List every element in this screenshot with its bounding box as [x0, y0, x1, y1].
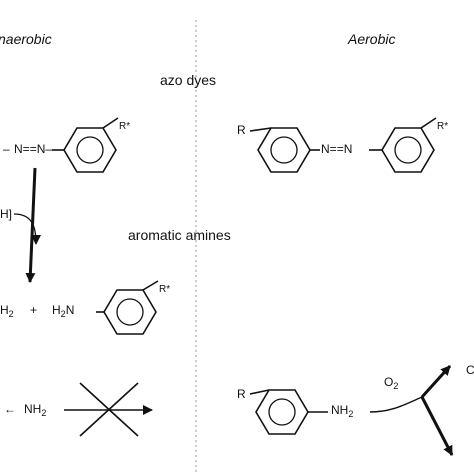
branch-arrow-down: [420, 396, 454, 456]
cross-mark-b: [79, 382, 139, 437]
caption-aromatic-amines: aromatic amines: [128, 227, 231, 243]
product-substituent: R*: [159, 284, 171, 295]
anaerobic-azo-substituent: R*: [119, 121, 131, 132]
aerobic-product-fragment: C: [466, 363, 474, 377]
reductant-label: H]: [0, 207, 12, 221]
anaerobic-amine-nh2: NH2: [24, 402, 47, 418]
benzene-ring-anaerobic-azo: [63, 117, 119, 173]
aerobic-azo-group: N==N: [321, 142, 353, 156]
benzene-ring-product-amine: [103, 280, 159, 335]
anaerobic-amine-stub: ←: [4, 402, 16, 416]
branch-arrow-up: [420, 364, 452, 399]
heading-anaerobic: naerobic: [0, 31, 52, 47]
caption-azo-dyes: azo dyes: [160, 72, 217, 88]
aerobic-azo-right-substituent: R*: [437, 121, 449, 132]
product-left-amine: H2: [0, 303, 14, 319]
benzene-ring-aerobic-amine: [249, 389, 309, 435]
aerobic-amine-nh2: NH2: [331, 403, 354, 419]
oxidant-label: O2: [384, 375, 399, 391]
benzene-ring-aerobic-azo-left: [249, 127, 311, 173]
benzene-ring-aerobic-azo-right: [381, 117, 437, 173]
oxidation-curve: [369, 396, 423, 413]
reductant-curve: [13, 213, 41, 245]
heading-aerobic: Aerobic: [348, 31, 396, 47]
aerobic-azo-left-substituent: R: [237, 123, 246, 137]
aerobic-amine-substituent: R: [237, 387, 246, 401]
anaerobic-azo-bond-left: –: [3, 142, 10, 156]
product-right-amine: H2N: [52, 303, 75, 319]
anaerobic-azo-group: N==N–: [14, 142, 53, 156]
product-plus: +: [30, 303, 38, 317]
